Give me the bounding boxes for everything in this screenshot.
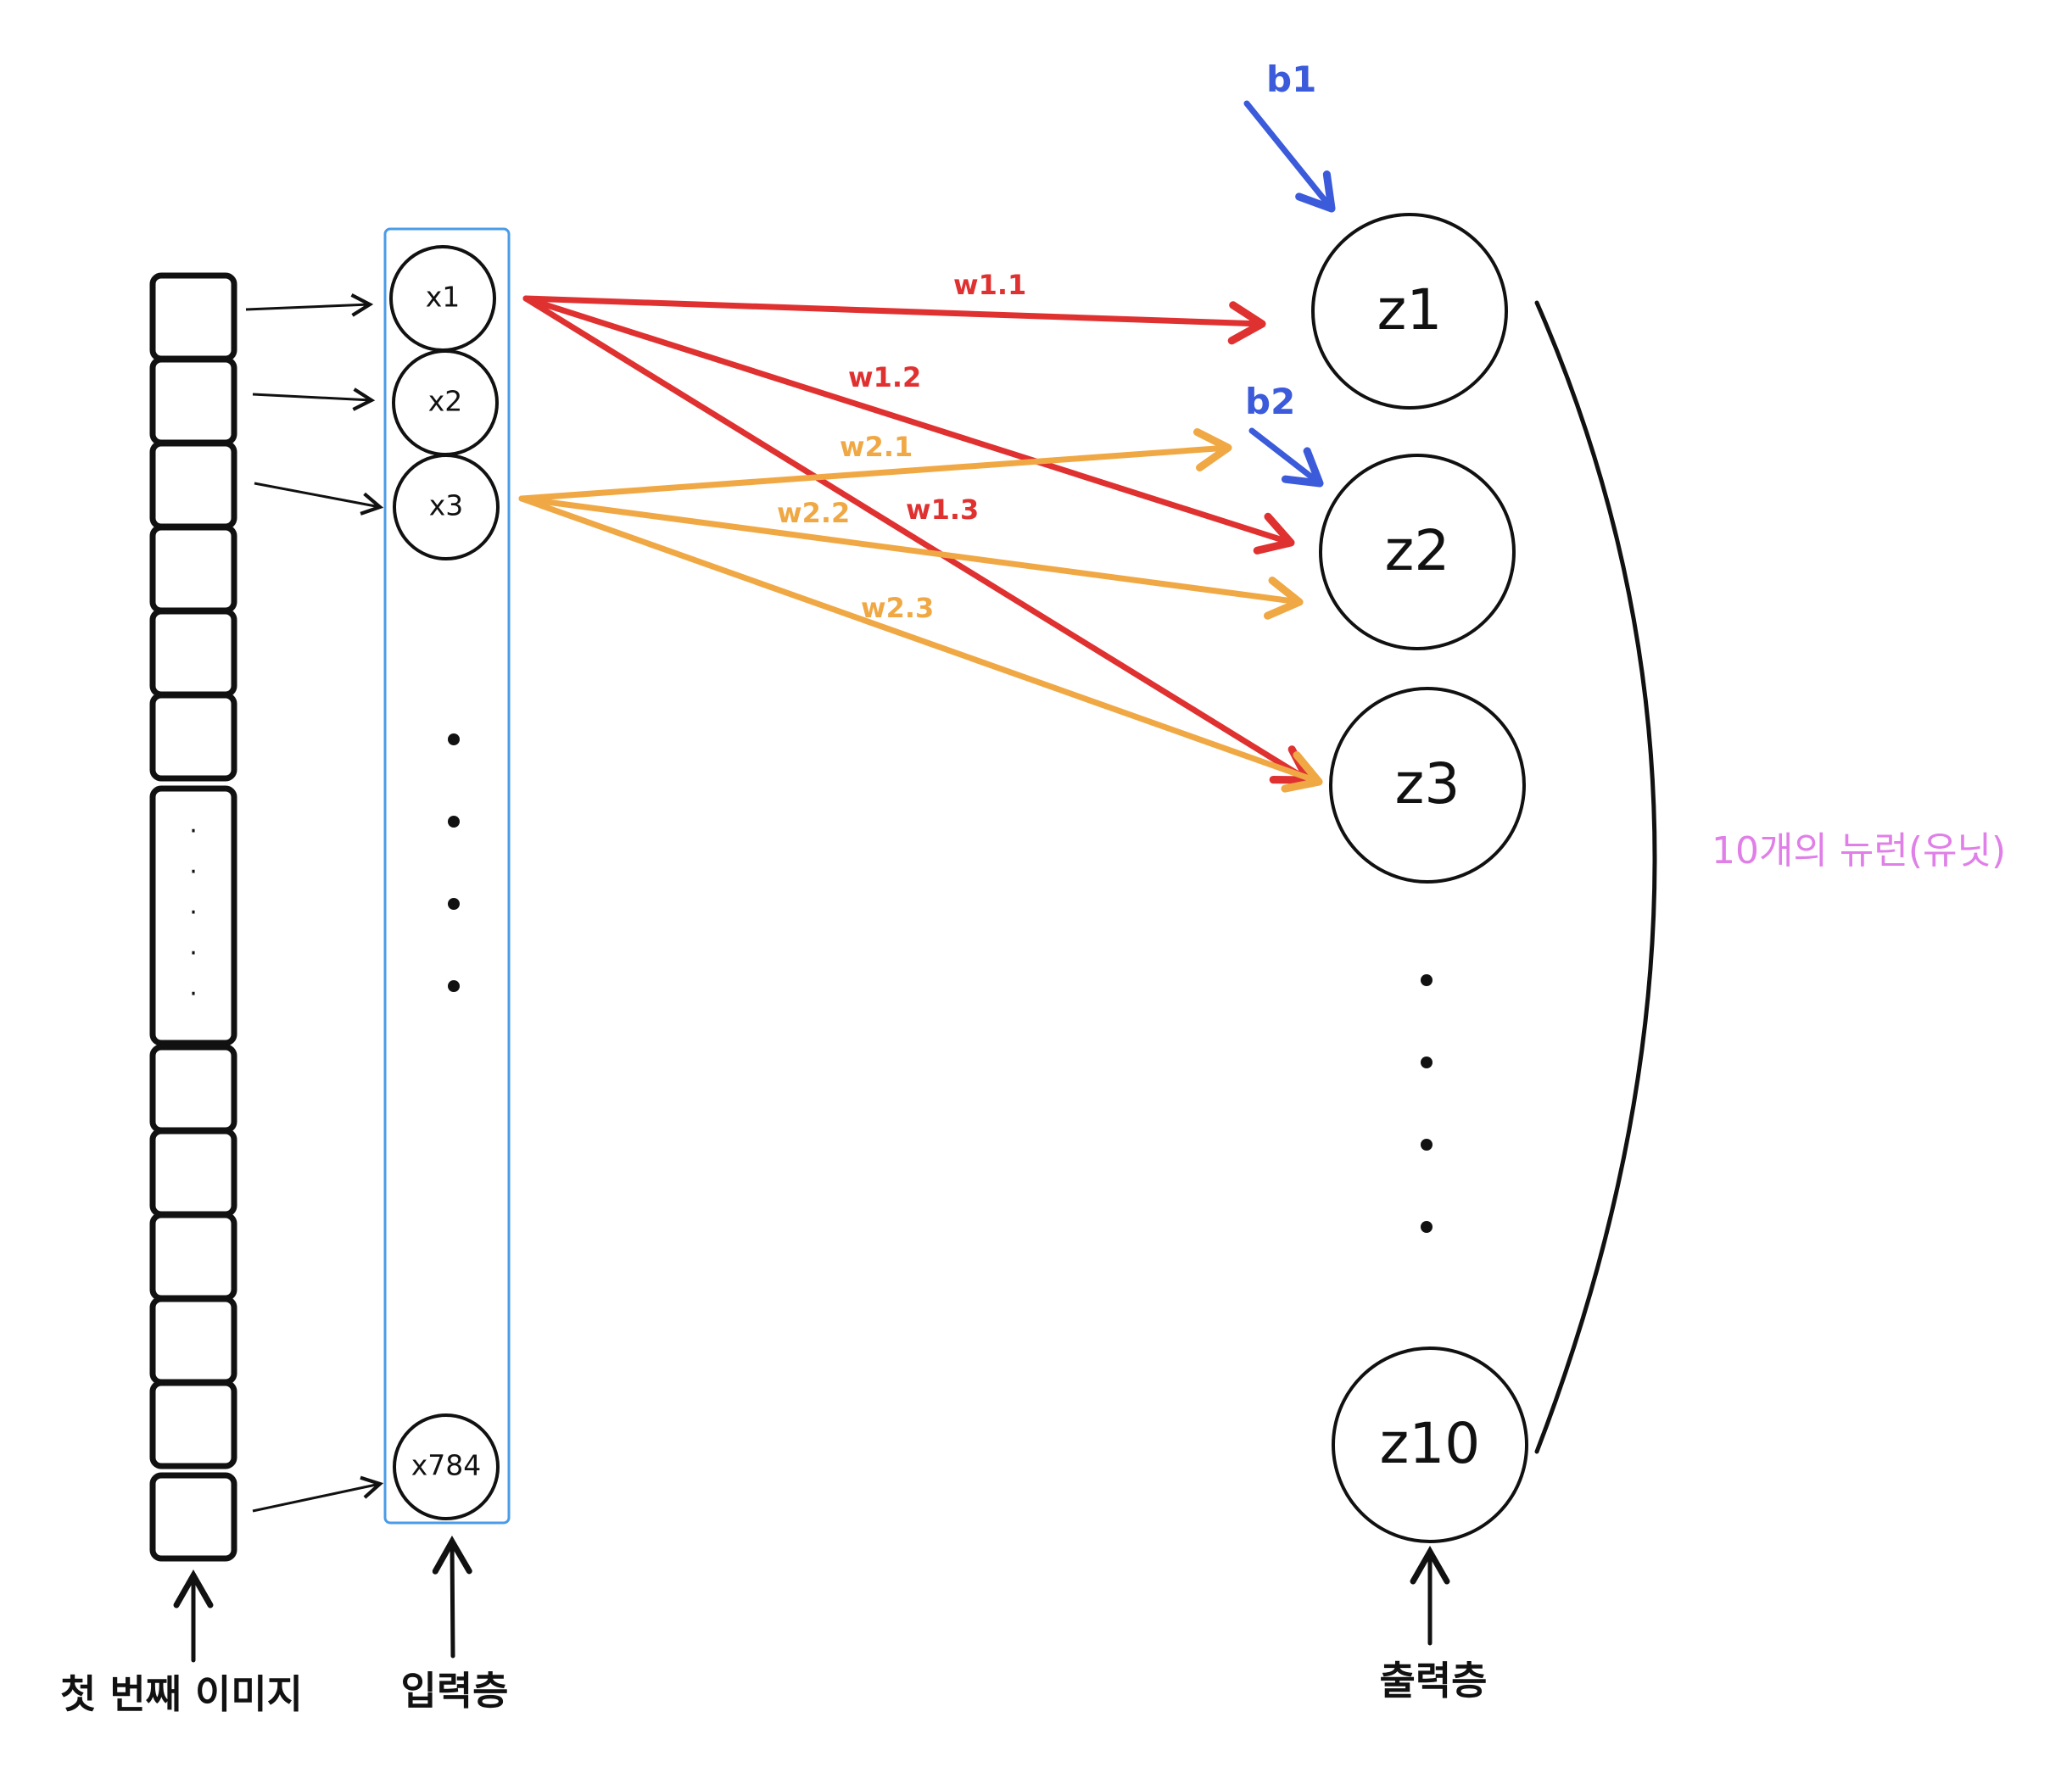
ellipsis-dot: [1421, 1057, 1433, 1068]
input-node-label: x1: [426, 281, 461, 314]
neurons-count-label: 10개의 뉴런(유닛): [1712, 829, 2006, 873]
input-nodes: [389, 245, 500, 1520]
pixel-cell: [149, 1128, 237, 1218]
pixel-cell: [149, 608, 237, 698]
output-ellipsis: [1421, 974, 1433, 1233]
arrow: [254, 482, 384, 516]
input-node-label: x2: [428, 385, 463, 418]
caption-input-layer: 입력층: [401, 1668, 509, 1714]
arrow-b2: [1248, 427, 1324, 488]
output-node-label: z2: [1385, 518, 1450, 583]
neurons-bracket: [1534, 300, 1657, 1454]
output-node-label: z3: [1395, 751, 1460, 817]
weight-arrows-x1: [522, 295, 1312, 784]
output-node-z1: [1311, 213, 1508, 410]
weight-label-w2-1: w2.1: [840, 431, 913, 463]
ellipsis-dot: ·: [189, 857, 198, 887]
pixel-cell-ellipsis: [149, 785, 237, 1046]
arrow-w2-2: [518, 495, 1304, 620]
ellipsis-dot: [1421, 974, 1433, 986]
pixel-cell: [149, 1212, 237, 1302]
output-node-z2: [1319, 454, 1516, 650]
pixel-to-input-arrows: [245, 293, 384, 1513]
pixel-cell: [149, 440, 237, 530]
arrow-w1-2: [522, 295, 1295, 555]
caption-first-image: 첫 번째 이미지: [60, 1671, 303, 1717]
pixel-cell: [149, 1296, 237, 1386]
pixel-cell: [149, 692, 237, 782]
ellipsis-dot: [1421, 1221, 1433, 1233]
ellipsis-dot: ·: [189, 817, 198, 846]
weight-label-w1-1: w1.1: [953, 269, 1026, 301]
pixel-cell: [149, 356, 237, 446]
pixel-cell: [149, 1380, 237, 1469]
pixel-cell: [149, 1044, 237, 1134]
weight-label-w2-2: w2.2: [777, 497, 850, 529]
arrow-w1-1: [522, 295, 1266, 345]
weight-label-w2-3: w2.3: [861, 592, 934, 624]
caption-output-layer: 출력층: [1380, 1658, 1488, 1703]
arrow: [245, 293, 374, 317]
ellipsis-dot: ·: [189, 979, 198, 1009]
output-node-z10: [1332, 1346, 1528, 1543]
ellipsis-dot: [1421, 1139, 1433, 1151]
output-node-label: z10: [1380, 1411, 1481, 1476]
input-node-x3: [393, 454, 500, 560]
ellipsis-dot: [448, 980, 460, 992]
bias-arrows: [1243, 100, 1336, 488]
weight-label-w1-2: w1.2: [848, 361, 921, 393]
output-nodes: [1311, 213, 1528, 1543]
input-ellipsis: [448, 733, 460, 992]
pixel-ellipsis-dots: · · · · ·: [189, 817, 198, 1009]
weight-arrows-x3: [518, 428, 1323, 793]
arrow-w2-1: [518, 428, 1232, 502]
ellipsis-dot: [448, 898, 460, 910]
ellipsis-dot: [448, 733, 460, 745]
pixel-cell: [149, 524, 237, 614]
weight-label-w1-3: w1.3: [906, 493, 979, 526]
arrow-b1: [1243, 100, 1336, 213]
ellipsis-dot: [448, 816, 460, 828]
bias-label-b1: b1: [1266, 59, 1316, 100]
bias-label-b2: b2: [1245, 381, 1295, 422]
arrow: [252, 387, 376, 411]
output-node-z3: [1329, 687, 1526, 884]
ellipsis-dot: ·: [189, 898, 198, 928]
input-layer-box: [383, 227, 511, 1525]
output-node-label: z1: [1377, 277, 1443, 343]
arrow: [252, 1475, 384, 1513]
pixel-cell: [149, 272, 237, 362]
image-pixel-column: [149, 272, 237, 1562]
input-node-x784: [393, 1413, 500, 1520]
input-node-label: x3: [429, 489, 464, 522]
input-node-label: x784: [411, 1449, 482, 1482]
arrow-w1-3: [522, 295, 1312, 784]
caption-pointer-arrows: [173, 1535, 1450, 1663]
arrow-up: [432, 1535, 472, 1659]
arrow-w2-3: [518, 495, 1323, 793]
pixel-cell: [149, 1472, 237, 1562]
ellipsis-dot: ·: [189, 939, 198, 968]
